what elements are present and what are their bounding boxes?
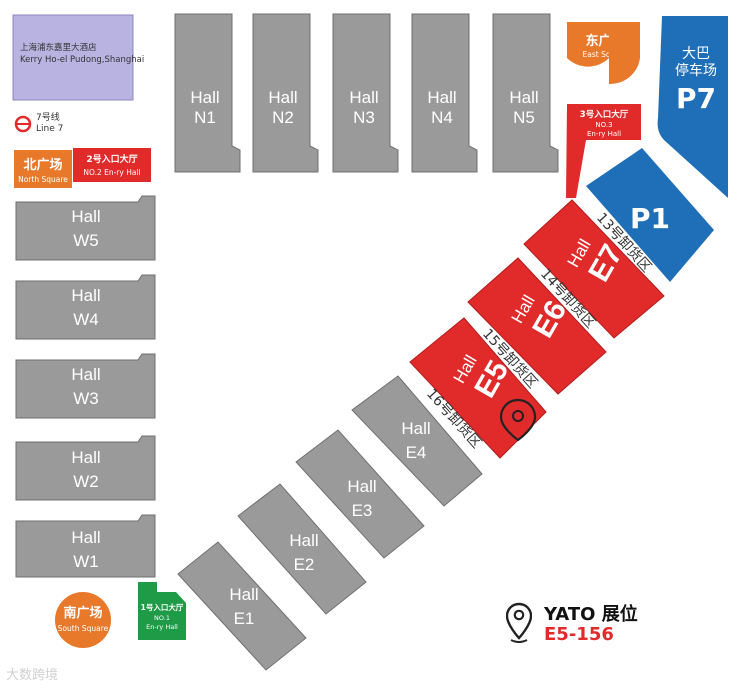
entry-no2-en: NO.2 En-ry Hall: [83, 168, 140, 177]
hall-n4[interactable]: Hall N4: [411, 13, 478, 173]
hall-w3-code: W3: [73, 389, 99, 408]
hall-word: Hall: [509, 88, 538, 107]
booth-legend: YATO 展位 E5-156: [498, 596, 698, 652]
east-square-en: East Square: [583, 50, 628, 59]
entry-hall-no2: 2号入口大厅 NO.2 En-ry Hall: [73, 148, 151, 182]
metro-line-cn: 7号线: [36, 111, 60, 123]
hall-n3[interactable]: Hall N3: [332, 13, 399, 173]
hall-word: Hall: [71, 286, 100, 305]
watermark: 大数跨境: [6, 668, 59, 683]
parking-p1: P1: [586, 148, 714, 282]
north-square-cn: 北广场: [23, 157, 62, 173]
hall-e3-code: E3: [352, 501, 373, 520]
hall-w3[interactable]: Hall W3: [15, 353, 156, 419]
hall-word: Hall: [349, 88, 378, 107]
parking-p1-code: P1: [630, 202, 670, 235]
entry-no2-cn: 2号入口大厅: [86, 153, 137, 165]
hall-word: Hall: [71, 365, 100, 384]
hall-w4[interactable]: Hall W4: [15, 274, 156, 340]
entry-hall-no3: 3号入口大厅 NO.3 En-ry Hall: [566, 104, 641, 198]
hall-w2[interactable]: Hall W2: [15, 435, 156, 501]
entry-no3-en2: En-ry Hall: [587, 130, 621, 138]
booth-number: E5-156: [544, 624, 614, 645]
hall-n3-code: N3: [353, 108, 375, 127]
kerry-hotel-en: Kerry Ho-el Pudong,Shanghai: [20, 55, 144, 65]
hall-word: Hall: [289, 531, 318, 550]
bus-parking-line2: 停车场: [675, 62, 717, 79]
hall-word: Hall: [347, 477, 376, 496]
metro-line7: 7号线 Line 7: [14, 111, 63, 134]
south-square: 南广场 South Square: [55, 592, 111, 648]
hall-n2[interactable]: Hall N2: [252, 13, 319, 173]
bus-parking-code: P7: [676, 82, 716, 115]
hall-n4-code: N4: [431, 108, 453, 127]
hall-word: Hall: [71, 207, 100, 226]
kerry-hotel-block: 上海浦东嘉里大酒店 Kerry Ho-el Pudong,Shanghai: [12, 14, 144, 101]
entry-no1-cn: 1号入口大厅: [141, 602, 184, 612]
entry-no1-en2: En-ry Hall: [146, 623, 178, 631]
bus-parking-p7: 大巴 停车场 P7: [657, 16, 728, 198]
entry-no1-en1: NO.1: [154, 614, 170, 622]
north-square-en: North Square: [18, 175, 68, 184]
north-square: 北广场 North Square: [14, 150, 72, 188]
bus-parking-line1: 大巴: [682, 46, 710, 62]
hall-word: Hall: [401, 419, 430, 438]
hall-n2-code: N2: [272, 108, 294, 127]
hall-e1-code: E1: [234, 609, 255, 628]
hall-n5-code: N5: [513, 108, 535, 127]
hall-word: Hall: [190, 88, 219, 107]
hall-word: Hall: [71, 528, 100, 547]
south-square-en: South Square: [58, 624, 109, 633]
kerry-hotel-cn: 上海浦东嘉里大酒店: [20, 42, 97, 53]
hall-n1-code: N1: [194, 108, 216, 127]
east-square: 东广场 East Square: [567, 22, 640, 85]
hall-w5[interactable]: Hall W5: [15, 195, 156, 261]
hall-n1[interactable]: Hall N1: [174, 13, 241, 173]
hall-w1[interactable]: Hall W1: [15, 514, 156, 578]
location-pin-icon: [506, 602, 532, 643]
hall-e4-code: E4: [406, 443, 427, 462]
metro-line-en: Line 7: [36, 124, 63, 134]
hall-n5[interactable]: Hall N5: [492, 13, 559, 173]
hall-word: Hall: [268, 88, 297, 107]
booth-location-pin-icon[interactable]: [499, 398, 537, 442]
south-square-cn: 南广场: [63, 605, 102, 621]
hall-w1-code: W1: [73, 552, 99, 571]
hall-word: Hall: [71, 448, 100, 467]
hall-word: Hall: [427, 88, 456, 107]
hall-w4-code: W4: [73, 310, 99, 329]
hall-w2-code: W2: [73, 472, 99, 491]
entry-no3-cn: 3号入口大厅: [580, 109, 629, 120]
hall-word: Hall: [229, 585, 258, 604]
entry-hall-no1: 1号入口大厅 NO.1 En-ry Hall: [138, 582, 186, 640]
hall-w5-code: W5: [73, 231, 99, 250]
legend-title: YATO 展位: [544, 604, 638, 625]
entry-no3-en1: NO.3: [595, 121, 612, 129]
hall-e4[interactable]: Hall E4: [351, 375, 483, 507]
hall-e1[interactable]: Hall E1: [177, 541, 307, 671]
hall-e3[interactable]: Hall E3: [295, 429, 425, 559]
hall-e2[interactable]: Hall E2: [237, 483, 367, 615]
hall-e2-code: E2: [294, 555, 315, 574]
